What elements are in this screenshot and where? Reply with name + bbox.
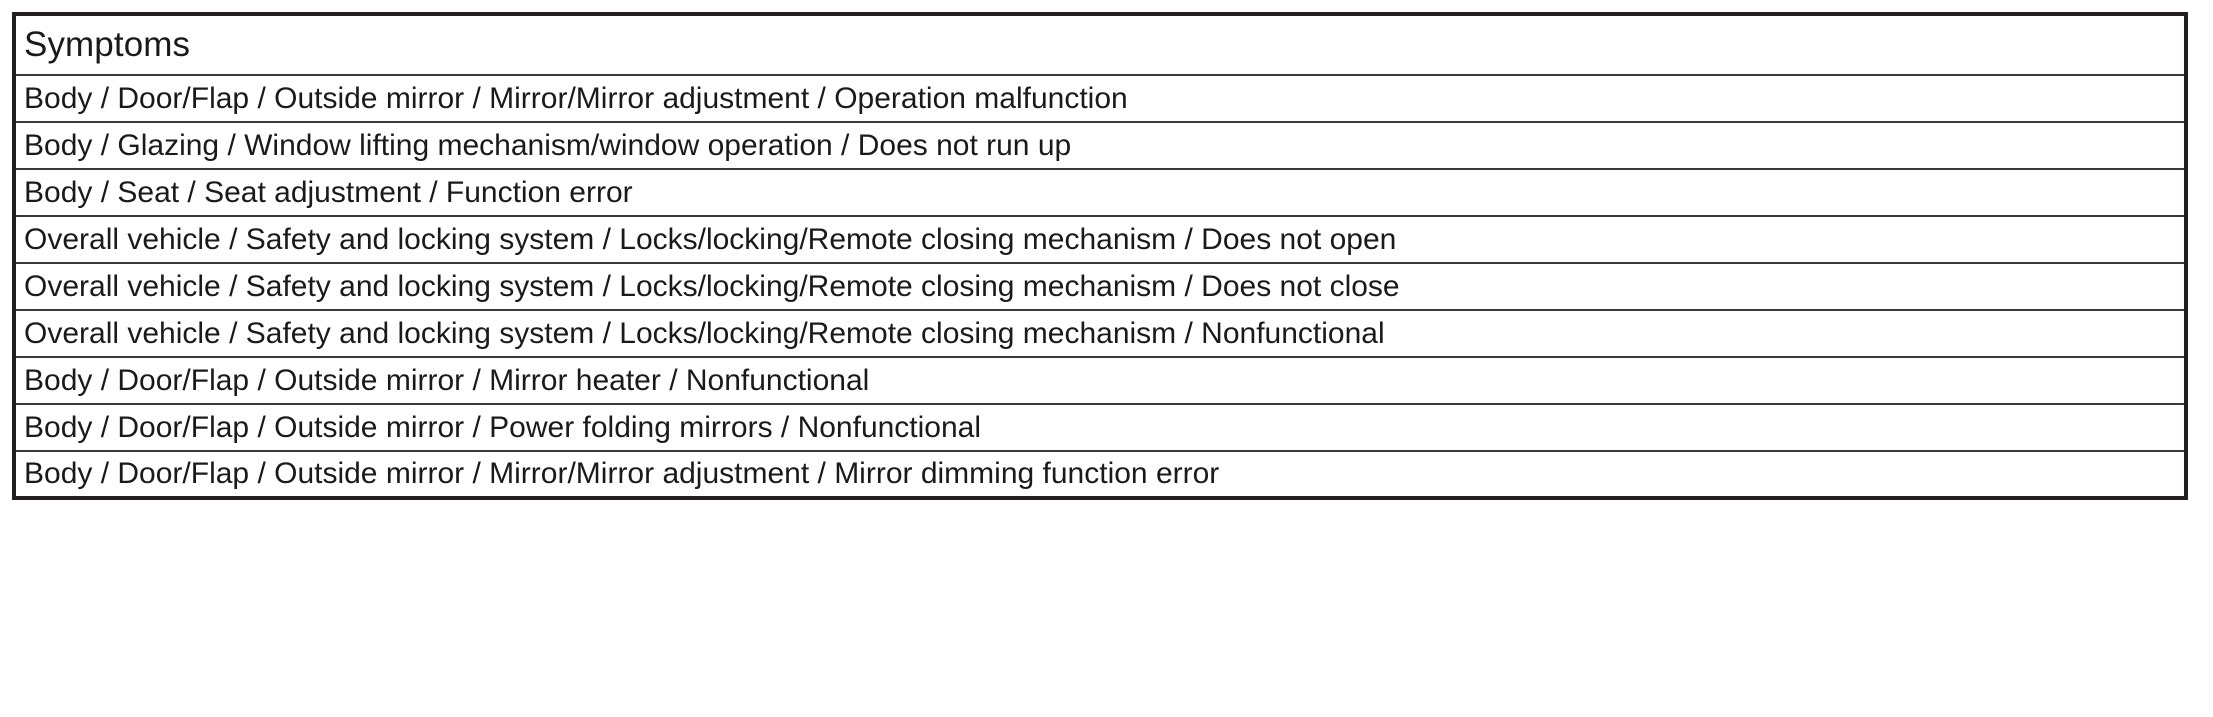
table-row[interactable]: Body / Seat / Seat adjustment / Function… — [14, 168, 2186, 217]
symptom-cell: Body / Seat / Seat adjustment / Function… — [14, 168, 2186, 217]
symptom-cell: Overall vehicle / Safety and locking sys… — [14, 262, 2186, 311]
table-row[interactable]: Body / Door/Flap / Outside mirror / Powe… — [14, 403, 2186, 452]
symptom-cell: Overall vehicle / Safety and locking sys… — [14, 215, 2186, 264]
symptom-cell: Body / Door/Flap / Outside mirror / Powe… — [14, 403, 2186, 452]
symptom-cell: Overall vehicle / Safety and locking sys… — [14, 309, 2186, 358]
table-row[interactable]: Overall vehicle / Safety and locking sys… — [14, 262, 2186, 311]
table-row[interactable]: Body / Glazing / Window lifting mechanis… — [14, 121, 2186, 170]
table-row[interactable]: Overall vehicle / Safety and locking sys… — [14, 215, 2186, 264]
table-row[interactable]: Body / Door/Flap / Outside mirror / Mirr… — [14, 356, 2186, 405]
symptom-cell: Body / Glazing / Window lifting mechanis… — [14, 121, 2186, 170]
column-header-symptoms: Symptoms — [14, 14, 2186, 76]
symptom-cell: Body / Door/Flap / Outside mirror / Mirr… — [14, 356, 2186, 405]
table-header-row: Symptoms — [14, 14, 2186, 76]
symptoms-table: Symptoms Body / Door/Flap / Outside mirr… — [12, 12, 2188, 500]
table-row[interactable]: Body / Door/Flap / Outside mirror / Mirr… — [14, 74, 2186, 123]
symptoms-table-body: Symptoms Body / Door/Flap / Outside mirr… — [14, 14, 2186, 498]
symptom-cell: Body / Door/Flap / Outside mirror / Mirr… — [14, 74, 2186, 123]
table-row[interactable]: Body / Door/Flap / Outside mirror / Mirr… — [14, 450, 2186, 498]
table-row[interactable]: Overall vehicle / Safety and locking sys… — [14, 309, 2186, 358]
symptom-cell: Body / Door/Flap / Outside mirror / Mirr… — [14, 450, 2186, 498]
